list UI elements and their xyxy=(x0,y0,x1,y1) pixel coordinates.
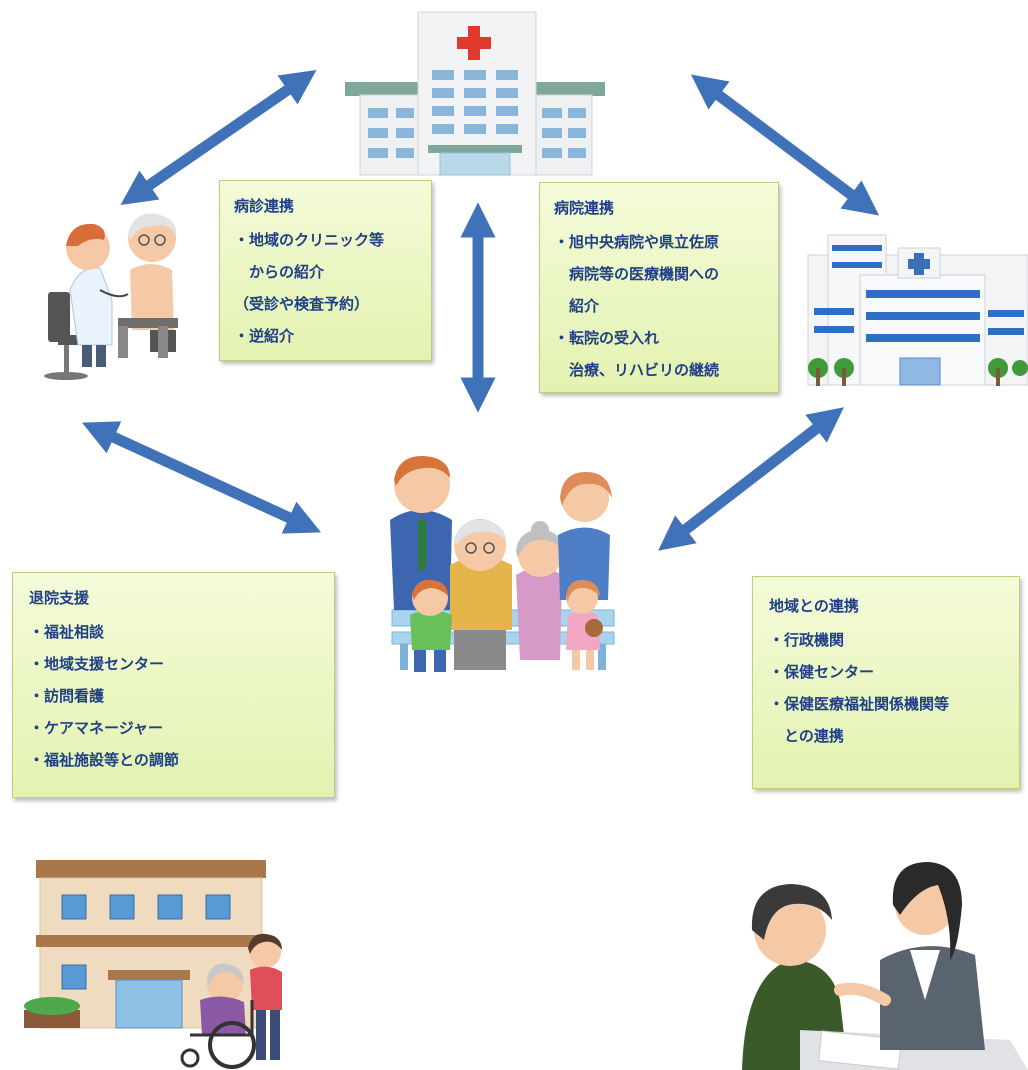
community-link-line-3: ・保健医療福祉関係機関等 xyxy=(769,695,950,713)
hospital-link-line-2: 病院等の医療機関への xyxy=(554,265,720,283)
clinic-link-line-1: ・地域のクリニック等 xyxy=(234,231,385,249)
hospital-icon xyxy=(345,11,605,176)
discharge-support-line-4: ・ケアマネージャー xyxy=(29,719,163,737)
discharge-support-box: 退院支援 ・福祉相談 ・地域支援センター ・訪問看護 ・ケアマネージャー ・福祉… xyxy=(12,572,335,798)
hospital-link-title: 病院連携 xyxy=(554,199,615,217)
clinic-link-box: 病診連携 ・地域のクリニック等 からの紹介 （受診や検査予約） ・逆紹介 xyxy=(219,180,432,361)
arrow-hospital-largehospital xyxy=(690,74,880,216)
clinic-link-line-3: （受診や検査予約） xyxy=(234,295,370,313)
community-link-line-2: ・保健センター xyxy=(769,663,875,681)
hospital-link-line-1: ・旭中央病院や県立佐原 xyxy=(554,233,720,251)
community-link-line-4: との連携 xyxy=(769,727,844,745)
arrow-largehospital-family xyxy=(658,407,844,551)
hospital-link-box: 病院連携 ・旭中央病院や県立佐原 病院等の医療機関への 紹介 ・転院の受入れ 治… xyxy=(539,182,779,393)
hospital-link-line-3: 紹介 xyxy=(554,297,600,315)
discharge-support-line-2: ・地域支援センター xyxy=(29,655,165,673)
clinic-link-title: 病診連携 xyxy=(234,197,295,215)
discharge-support-line-3: ・訪問看護 xyxy=(29,687,105,705)
community-link-title: 地域との連携 xyxy=(769,597,859,615)
community-link-box: 地域との連携 ・行政機関 ・保健センター ・保健医療福祉関係機関等 との連携 xyxy=(752,576,1020,789)
clinic-link-line-2: からの紹介 xyxy=(234,263,325,281)
arrow-clinic-family xyxy=(82,421,321,534)
hospital-link-line-4: ・転院の受入れ xyxy=(554,329,660,347)
clinic-link-line-4: ・逆紹介 xyxy=(234,327,295,345)
arrow-hospital-clinic xyxy=(120,70,317,205)
hospital-link-line-5: 治療、リハビリの継続 xyxy=(554,361,720,379)
discharge-support-line-1: ・福祉相談 xyxy=(29,623,105,641)
discharge-support-line-5: ・福祉施設等との調節 xyxy=(29,751,179,769)
family-icon xyxy=(390,455,615,672)
clinic-doctor-icon xyxy=(44,213,178,380)
community-link-line-1: ・行政機関 xyxy=(769,631,845,649)
connection-arrows xyxy=(82,70,880,551)
discharge-support-title: 退院支援 xyxy=(29,589,90,607)
care-facility-icon xyxy=(24,860,282,1069)
large-hospital-icon xyxy=(807,234,1028,386)
consultation-icon xyxy=(742,862,1028,1070)
